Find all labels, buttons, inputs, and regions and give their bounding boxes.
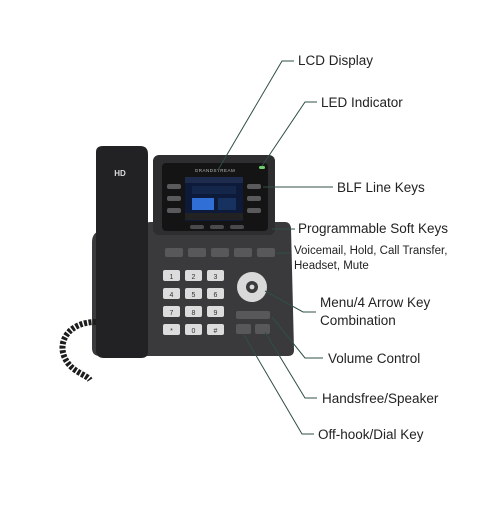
lcd-tile-3	[192, 186, 236, 194]
feature-key-transfer[interactable]	[211, 248, 229, 257]
lcd-tile-2	[218, 198, 236, 210]
keypad-key[interactable]	[185, 324, 202, 335]
label-programmable-soft-keys: Programmable Soft Keys	[298, 221, 449, 236]
leader-menu	[264, 290, 316, 313]
keypad-key[interactable]	[207, 270, 224, 281]
keypad-key[interactable]	[163, 324, 180, 335]
keypad-key-label: 8	[192, 310, 196, 317]
keypad-key[interactable]	[207, 288, 224, 299]
keypad-key-label: 9	[214, 310, 218, 317]
feature-key-voicemail[interactable]	[165, 248, 183, 257]
keypad-key[interactable]	[185, 306, 202, 317]
blf-key-right-1[interactable]	[247, 184, 261, 189]
lcd-header	[185, 177, 243, 183]
feature-key-hold[interactable]	[188, 248, 206, 257]
feature-key-mute[interactable]	[257, 248, 275, 257]
leader-lines	[217, 60, 333, 435]
volume-key[interactable]	[236, 311, 270, 319]
label-offhook-dial: Off-hook/Dial Key	[318, 427, 424, 442]
leader-speaker	[264, 331, 317, 399]
blf-key-left-2[interactable]	[167, 196, 181, 201]
offhook-key[interactable]	[236, 324, 251, 334]
label-volume-control: Volume Control	[328, 351, 421, 366]
keypad-key[interactable]	[163, 306, 180, 317]
keypad-key[interactable]	[185, 288, 202, 299]
led-indicator	[259, 166, 265, 169]
keypad-key[interactable]	[163, 288, 180, 299]
keypad-key-label: 0	[192, 328, 196, 335]
speaker-key[interactable]	[255, 324, 270, 334]
leader-lcd	[217, 60, 294, 171]
label-blf-line-keys: BLF Line Keys	[337, 180, 425, 195]
keypad-key-label: 5	[192, 292, 196, 299]
soft-key-2[interactable]	[210, 225, 224, 229]
keypad-key[interactable]	[207, 324, 224, 335]
coiled-cord	[59, 319, 97, 383]
keypad-key-label: 1	[170, 274, 174, 281]
blf-key-right-2[interactable]	[247, 196, 261, 201]
label-menu-arrow-line1: Menu/4 Arrow Key	[320, 295, 431, 310]
label-menu-arrow-line2: Combination	[320, 313, 396, 328]
keypad-key[interactable]	[163, 270, 180, 281]
label-feature-keys-line2: Headset, Mute	[294, 260, 369, 272]
label-feature-keys-line1: Voicemail, Hold, Call Transfer,	[294, 245, 448, 257]
brand-logo: GRANDSTREAM	[195, 168, 236, 173]
label-lcd-display: LCD Display	[298, 53, 374, 68]
label-handsfree-speaker: Handsfree/Speaker	[322, 391, 439, 406]
keypad-key-label: 6	[214, 292, 218, 299]
keypad-key-label: 2	[192, 274, 196, 281]
blf-key-left-1[interactable]	[167, 184, 181, 189]
lcd-softbar	[185, 213, 243, 220]
keypad-key-label: *	[170, 328, 173, 335]
keypad-key-label: 3	[214, 274, 218, 281]
soft-key-3[interactable]	[230, 225, 244, 229]
blf-key-right-3[interactable]	[247, 208, 261, 213]
handset	[96, 146, 148, 358]
keypad-key[interactable]	[185, 270, 202, 281]
keypad-key-label: #	[214, 328, 218, 335]
lcd-highlight-tile	[192, 198, 214, 210]
soft-key-1[interactable]	[190, 225, 204, 229]
keypad-key[interactable]	[207, 306, 224, 317]
feature-key-headset[interactable]	[234, 248, 252, 257]
leader-offhook	[243, 334, 314, 435]
keypad-key-label: 4	[170, 292, 174, 299]
keypad: 1 2 3 4 5 6 7 8 9 * 0 #	[163, 270, 224, 335]
leader-led	[261, 101, 317, 167]
hd-badge: HD	[114, 169, 126, 178]
keypad-key-label: 7	[170, 310, 174, 317]
label-led-indicator: LED Indicator	[321, 95, 403, 110]
leader-volume	[271, 316, 323, 359]
blf-key-left-3[interactable]	[167, 208, 181, 213]
nav-ok-dot	[249, 284, 255, 290]
